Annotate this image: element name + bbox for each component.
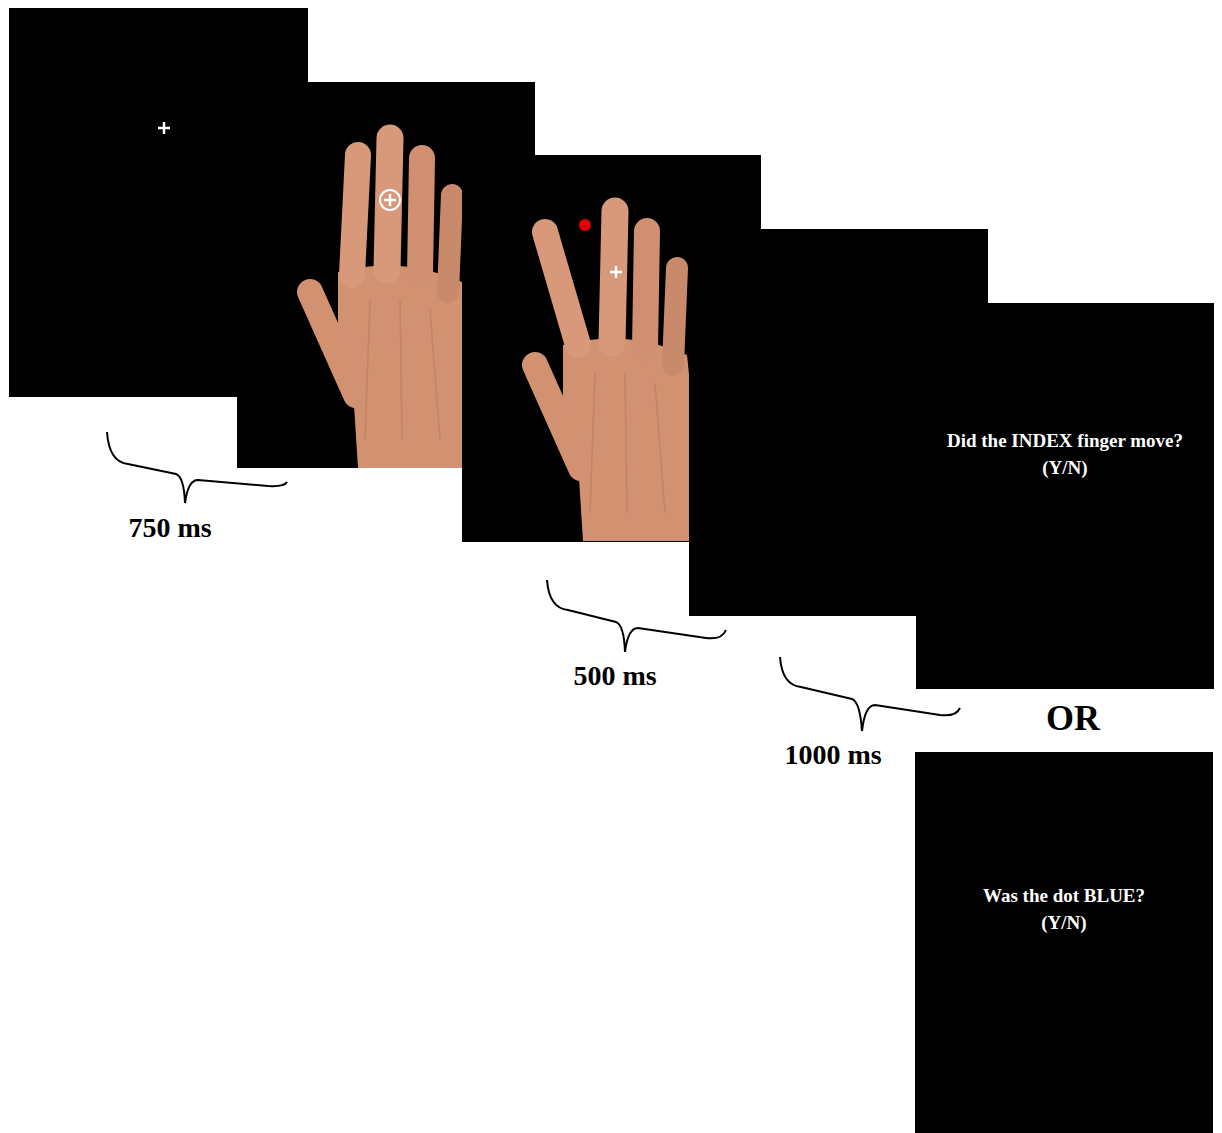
hand [535, 211, 697, 541]
index-finger [352, 155, 358, 275]
fixation-cross [384, 194, 396, 206]
question-text: Was the dot BLUE? [915, 885, 1213, 908]
fixation-cross [610, 266, 622, 278]
question-text: Did the INDEX finger move? [916, 430, 1214, 453]
colour-dot [579, 219, 591, 231]
alternative-label: OR [1046, 697, 1100, 739]
hand [310, 138, 472, 468]
fixation-circle [380, 190, 400, 210]
time-bracket [107, 432, 960, 731]
duration-label: 500 ms [573, 660, 656, 692]
response-options: (Y/N) [916, 457, 1214, 480]
response-options: (Y/N) [915, 912, 1213, 935]
fixation-cross [158, 122, 170, 134]
duration-label: 750 ms [128, 512, 211, 544]
question-screen: Was the dot BLUE? (Y/N) [915, 752, 1213, 1133]
question-screen: Did the INDEX finger move? (Y/N) [916, 303, 1214, 689]
duration-label: 1000 ms [784, 739, 881, 771]
index-finger [545, 232, 578, 345]
